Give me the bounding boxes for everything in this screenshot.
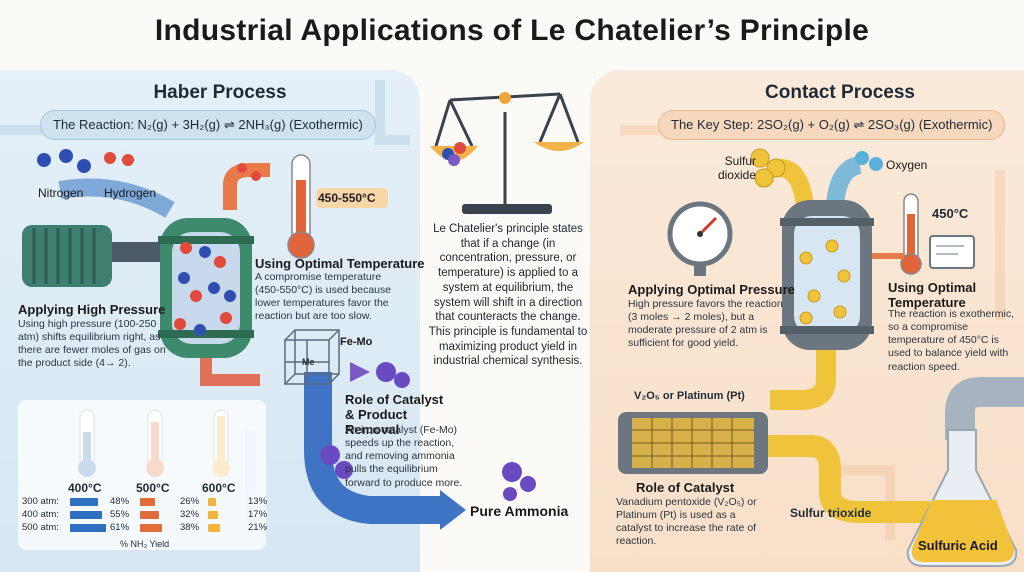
yield-temp-600: 600°C [202,481,236,495]
contact-catalyst-title: Role of Catalyst [636,480,735,495]
feed-pipe-blue [58,178,175,218]
ammonia-arrow [440,490,466,530]
yield-pressure-label: 500 atm: [22,522,59,533]
yield-bar [140,498,155,506]
sulfuric-acid-label: Sulfuric Acid [918,538,998,553]
contact-reactor-icon [780,200,874,350]
principle-text: Le Chatelier's principle states that if … [428,223,588,368]
catalyst-center-label: Me [302,357,315,367]
contact-opt-temp-body: The reaction is exothermic, so a comprom… [888,308,1015,373]
contact-thermometer-icon [900,193,922,275]
yield-bar [208,524,220,532]
sulfur-dioxide-molecule-icon [750,148,786,188]
thermometer-icon [287,154,315,259]
haber-title: Haber Process [153,82,287,103]
yield-temp-500: 500°C [136,481,170,495]
yield-value-label: 61% [110,522,130,533]
haber-pressure-body: Using high pressure (100-250 atm) shifts… [18,318,166,370]
yield-value-label: 38% [180,522,200,533]
yield-caption: % NH₃ Yield [120,539,170,549]
pure-ammonia-label: Pure Ammonia [470,503,569,519]
haber-reactor-icon [158,218,254,358]
yield-bar [70,498,98,506]
yield-value-label: 21% [248,522,268,533]
yield-bar [140,511,159,519]
yield-value-label: 17% [248,509,268,520]
yield-value-label: 55% [110,509,130,520]
motor-icon [22,225,164,287]
yield-value-label: 13% [248,496,268,507]
nitrogen-molecule-icon [37,149,91,173]
o2-pipe [826,156,863,207]
yield-temp-400: 400°C [68,481,102,495]
yield-bar [70,524,106,532]
v2o5-catalyst-icon [618,412,768,474]
yield-bar [140,524,162,532]
yield-row: 500 atm: 61% 38% 21% [22,522,268,534]
pressure-gauge-icon [667,201,733,276]
haber-reaction: The Reaction: N₂(g) + 3H₂(g) ⇌ 2NH₃(g) (… [40,110,376,140]
fe-mo-label: Fe-Mo [340,336,373,348]
so2-pipe [778,159,814,207]
fe-mo-catalyst-icon [284,329,340,385]
haber-temp-badge-bg [316,188,388,208]
haber-catalyst-title: Role of Catalyst & Product Removal [345,392,444,437]
yield-bar [208,511,218,519]
page-title: Industrial Applications of Le Chatelier’… [154,14,870,47]
sulfuric-acid-flask-icon [906,429,1018,567]
sulfur-trioxide-label: Sulfur trioxide [790,506,872,520]
contact-opt-temp-title: Using Optimal Temperature [888,280,977,310]
haber-catalyst-body: An iron catalyst (Fe-Mo) speeds up the r… [345,424,463,489]
yield-bar [208,498,216,506]
contact-pressure-body: High pressure favors the reaction (3 mol… [628,298,783,350]
yield-row: 400 atm: 55% 32% 17% [22,509,268,521]
ammonia-pipe [304,372,440,524]
so3-pipe [768,435,930,523]
contact-title: Contact Process [765,82,915,103]
oxygen-molecule-icon [855,151,883,171]
control-panel-icon [929,235,975,269]
haber-temp-badge: 450-550°C [318,191,376,205]
contact-pressure-title: Applying Optimal Pressure [628,282,795,297]
feed-pipe-orange [223,163,270,210]
yield-rows: 300 atm: 48% 26% 13% 400 atm: 55% 32% 17% 500 at… [22,496,268,536]
yield-value-label: 32% [180,509,200,520]
yield-value-label: 48% [110,496,130,507]
yield-bar [70,511,102,519]
contact-catalyst-body: Vanadium pentoxide (V₂O₅) or Platinum (P… [616,496,757,548]
haber-pressure-title: Applying High Pressure [18,302,166,317]
haber-opt-temp-title: Using Optimal Temperature [255,256,425,271]
yield-pressure-label: 400 atm: [22,509,59,520]
contact-reaction: The Key Step: 2SO₂(g) + O₂(g) ⇌ 2SO₃(g) … [658,110,1006,140]
hydrogen-molecule-icon [104,152,261,181]
contact-temp-badge: 450°C [932,206,969,221]
haber-opt-temp-body: A compromise temperature (450-550°C) is … [255,271,392,323]
yield-row: 300 atm: 48% 26% 13% [22,496,268,508]
sulfur-dioxide-label: Sulfur dioxide [717,154,756,183]
contact-catalyst-label: V₂O₅ or Platinum (Pt) [634,390,745,402]
hydrogen-label: Hydrogen [104,186,157,200]
yield-pressure-label: 300 atm: [22,496,59,507]
nitrogen-label: Nitrogen [38,186,84,200]
oxygen-label: Oxygen [886,158,928,172]
yield-value-label: 26% [180,496,200,507]
